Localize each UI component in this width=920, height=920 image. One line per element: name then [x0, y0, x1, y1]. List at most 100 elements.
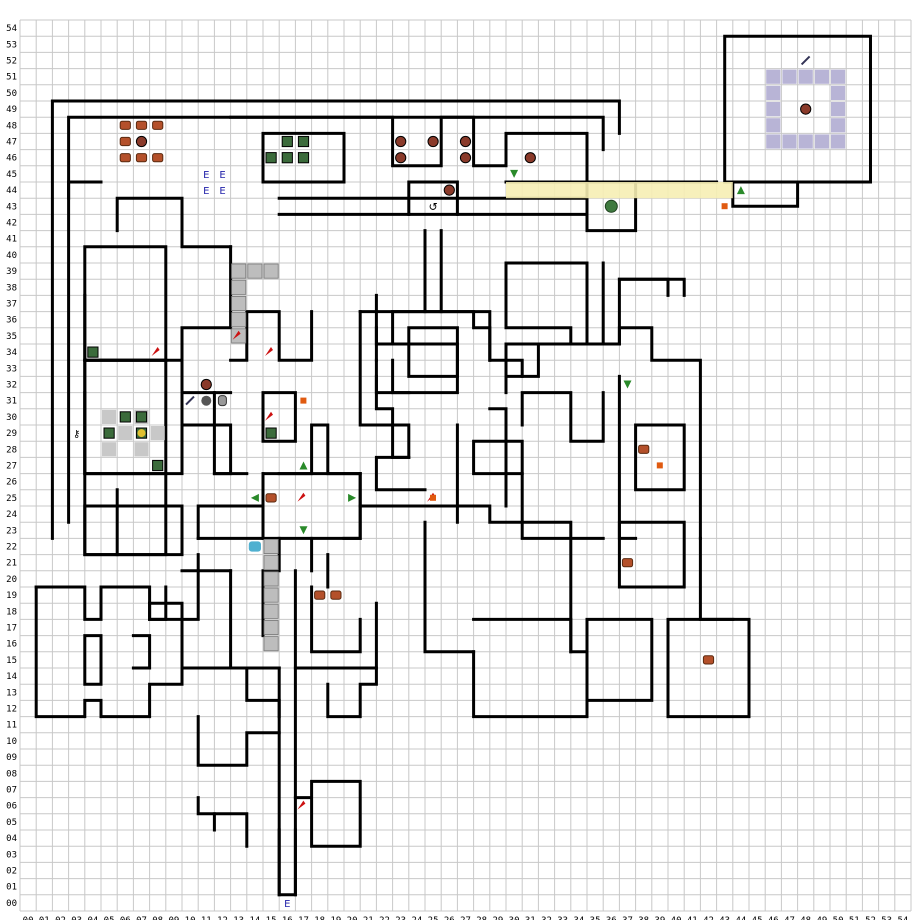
y-label: 15: [6, 656, 17, 666]
wall-segment: [261, 131, 346, 184]
floor-tile: [150, 426, 165, 441]
moblin-icon: [281, 135, 293, 148]
chest-icon: [152, 153, 164, 163]
key-icon: ⚷: [73, 429, 80, 440]
floor-tile: [766, 85, 781, 100]
x-label: 35: [590, 916, 601, 920]
x-label: 41: [687, 916, 698, 920]
switch-icon: [297, 492, 306, 502]
switch-icon: [232, 330, 241, 340]
moblin-icon: [281, 152, 293, 164]
chest-icon: [702, 655, 715, 665]
armos-statue-icon: [800, 103, 812, 115]
y-label: 25: [6, 494, 17, 504]
y-label: 17: [6, 624, 17, 634]
floor-tile: [782, 69, 797, 84]
moblin-icon: [119, 411, 131, 423]
wall-segment: [423, 520, 476, 654]
y-label: 33: [6, 364, 17, 374]
y-label: 36: [6, 316, 17, 326]
wall-segment: [723, 34, 872, 184]
y-label: 18: [6, 607, 17, 617]
switch-icon: [265, 411, 273, 421]
y-label: 06: [6, 802, 17, 812]
x-label: 43: [719, 916, 730, 920]
floor-tile: [134, 442, 149, 457]
block-tile: [263, 603, 279, 619]
y-label: 07: [6, 786, 17, 796]
x-label: 31: [525, 916, 536, 920]
x-label: 13: [233, 916, 244, 920]
x-label: 44: [735, 916, 746, 920]
block-tile: [263, 620, 279, 636]
wall-segment: [310, 585, 362, 654]
floor-tile: [118, 426, 133, 441]
y-label: 10: [6, 737, 17, 747]
y-label: 49: [6, 105, 17, 115]
wall-segment: [504, 261, 589, 346]
moblin-icon: [87, 346, 99, 358]
block-tile: [263, 539, 279, 555]
y-label: 24: [6, 510, 17, 520]
arrow-icon: [623, 380, 632, 389]
wall-segment: [601, 261, 686, 346]
y-label: 46: [6, 154, 17, 164]
warp-marker: E: [219, 170, 225, 181]
x-label: 30: [509, 916, 520, 920]
y-label: 21: [6, 559, 17, 569]
y-label: 47: [6, 138, 17, 148]
chest-icon: [621, 558, 634, 568]
x-label: 04: [87, 916, 98, 920]
y-label: 40: [6, 251, 17, 261]
moblin-icon: [297, 135, 310, 148]
arrow-icon: [736, 186, 745, 195]
x-label: 17: [298, 916, 309, 920]
water-icon: [248, 541, 261, 552]
floor-tile: [831, 85, 846, 100]
floor-tile: [766, 69, 781, 84]
x-label: 48: [800, 916, 811, 920]
wall-segment: [391, 342, 459, 395]
x-label: 34: [573, 916, 584, 920]
y-label: 00: [6, 899, 17, 909]
wall-segment: [666, 617, 751, 719]
y-label: 37: [6, 300, 17, 310]
x-label: 45: [752, 916, 763, 920]
arrow-icon: [299, 461, 308, 470]
wall-segment: [634, 423, 686, 492]
armos-statue-icon: [459, 152, 472, 164]
y-label: 38: [6, 283, 17, 293]
wall-segment: [374, 293, 492, 362]
x-label: 14: [249, 916, 260, 920]
x-label: 54: [897, 916, 908, 920]
y-label: 11: [6, 721, 17, 731]
x-label: 19: [330, 916, 341, 920]
x-label: 15: [266, 916, 277, 920]
switch-block-icon: [656, 462, 663, 469]
wall-segment: [229, 115, 589, 184]
floor-tile: [814, 134, 829, 149]
wall-segment: [50, 99, 621, 540]
x-label: 46: [768, 916, 779, 920]
block-tile: [231, 295, 247, 311]
moblin-icon: [152, 459, 164, 472]
wall-segment: [67, 180, 103, 200]
wall-segment: [293, 779, 362, 848]
chest-icon: [330, 590, 342, 600]
switch-block-icon: [300, 397, 307, 404]
y-label: 03: [6, 850, 17, 860]
y-label: 34: [6, 348, 17, 358]
y-label: 35: [6, 332, 17, 342]
x-label: 25: [428, 916, 439, 920]
floor-tile: [798, 134, 813, 149]
y-label: 53: [6, 40, 17, 50]
x-label: 24: [411, 916, 422, 920]
sword-icon: [800, 55, 811, 66]
x-label: 26: [444, 916, 455, 920]
x-label: 05: [104, 916, 115, 920]
chest-icon: [119, 153, 131, 163]
wall-segment: [180, 245, 233, 395]
wall-segment: [326, 666, 378, 719]
shield-icon: [217, 395, 227, 407]
chest-icon: [638, 444, 650, 454]
